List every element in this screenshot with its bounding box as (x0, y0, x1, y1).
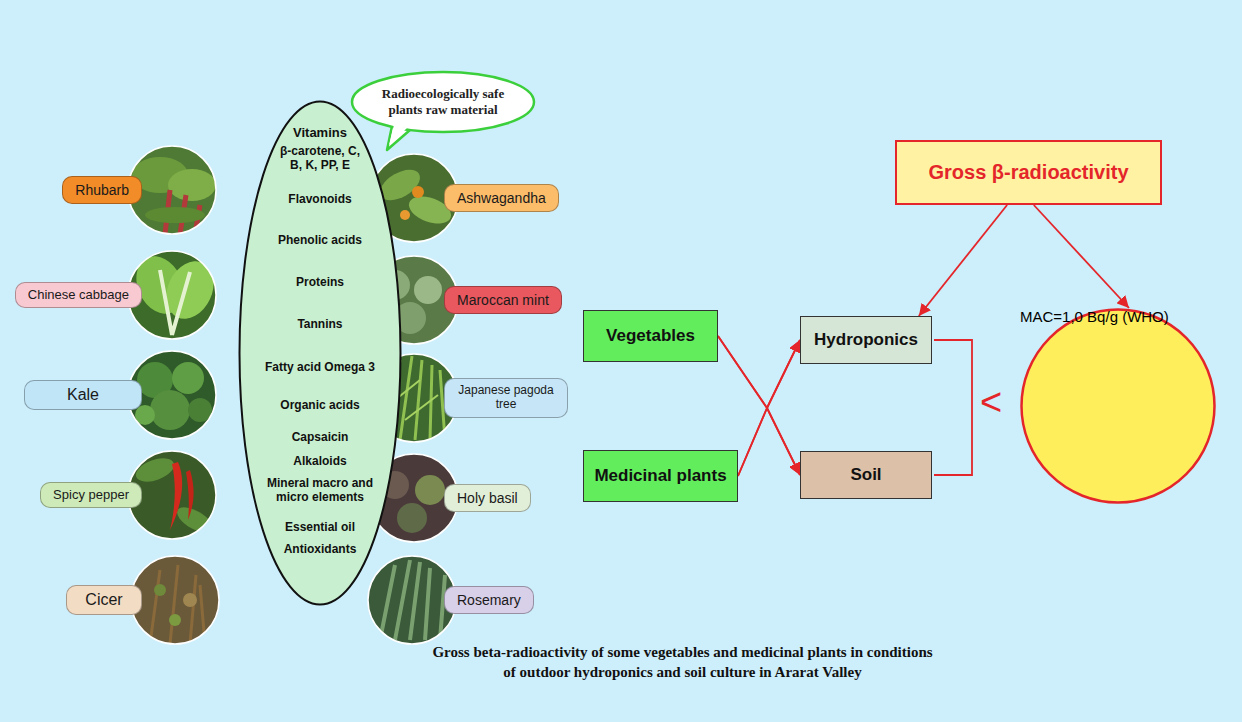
plant-label: Kale (24, 380, 142, 410)
figure-caption: Gross beta-radioactivity of some vegetab… (425, 643, 940, 682)
compounds-ellipse: Vitamins β-carotene, C, B, K, PP, E Flavon… (238, 100, 402, 606)
plant-label: Chinese cabbage (15, 282, 142, 309)
bubble-text: Radioecologically safe plants raw materi… (367, 86, 519, 117)
compound-text: Vitamins (289, 126, 351, 140)
compound-text: Alkaloids (252, 454, 388, 468)
box-text: Gross β-radioactivity (928, 161, 1128, 184)
compound-text: Proteins (247, 275, 393, 289)
plant-name: Chinese cabbage (28, 288, 129, 303)
compound-text: Tannins (244, 317, 396, 331)
box-text: Medicinal plants (594, 466, 726, 486)
compound-text: Essential oil (268, 520, 373, 534)
plant-name: Maroccan mint (457, 292, 549, 308)
arrow-connector (919, 205, 1007, 316)
less-than-sign: < (980, 383, 1002, 421)
plant-label: Cicer (66, 585, 142, 615)
plant-name: Ashwagandha (457, 190, 546, 206)
compound-text: Phenolic acids (253, 233, 387, 247)
category-box: Medicinal plants (583, 450, 738, 502)
compound-text: β-carotene, C, B, K, PP, E (279, 144, 361, 172)
plant-name: Holy basil (457, 490, 518, 506)
circle-outline (1020, 308, 1238, 504)
box-text: Hydroponics (814, 330, 918, 350)
plant-label: Rosemary (444, 586, 534, 614)
rosemary-photo (368, 556, 456, 644)
plant-label: Japanese pagoda tree (444, 378, 568, 418)
box-text: MAC=1,0 Bq/g (WHO) (1020, 308, 1238, 325)
plant-name: Rosemary (457, 592, 521, 608)
speech-bubble: Radioecologically safe plants raw materi… (350, 70, 536, 134)
photo-ring (131, 556, 219, 644)
plant-name: Rhubarb (75, 182, 129, 198)
compound-text: Antioxidants (276, 542, 364, 556)
plant-label: Ashwagandha (444, 184, 559, 212)
cicer-photo (131, 556, 219, 644)
compound-text: Flavonoids (262, 192, 379, 206)
compound-text: Organic acids (245, 398, 394, 412)
method-box: Hydroponics (800, 316, 932, 364)
box-text: Vegetables (606, 326, 695, 346)
method-box: Soil (800, 451, 932, 499)
plant-name: Spicy pepper (53, 488, 129, 503)
plant-label: Maroccan mint (444, 286, 562, 314)
compound-text: Capsaicin (248, 430, 391, 444)
limit-circle: MAC=1,0 Bq/g (WHO) (1020, 308, 1238, 504)
arrow-connector (738, 408, 800, 476)
compound-text: Mineral macro and micro elements (259, 476, 381, 504)
plant-name: Kale (37, 386, 129, 404)
plant-name: Cicer (79, 591, 129, 609)
box-text: Soil (850, 465, 881, 485)
parameter-box: Gross β-radioactivity (895, 140, 1162, 205)
comparison-bracket (934, 340, 972, 475)
plant-label: Holy basil (444, 484, 531, 512)
arrow-connector (1034, 205, 1129, 308)
plant-name: Japanese pagoda tree (457, 384, 555, 412)
plant-label: Spicy pepper (40, 482, 142, 509)
photo-ring (368, 556, 456, 644)
arrow-connector (738, 340, 800, 476)
plant-label: Rhubarb (62, 176, 142, 204)
category-box: Vegetables (583, 310, 718, 362)
compound-text: Fatty acid Omega 3 (243, 360, 396, 374)
